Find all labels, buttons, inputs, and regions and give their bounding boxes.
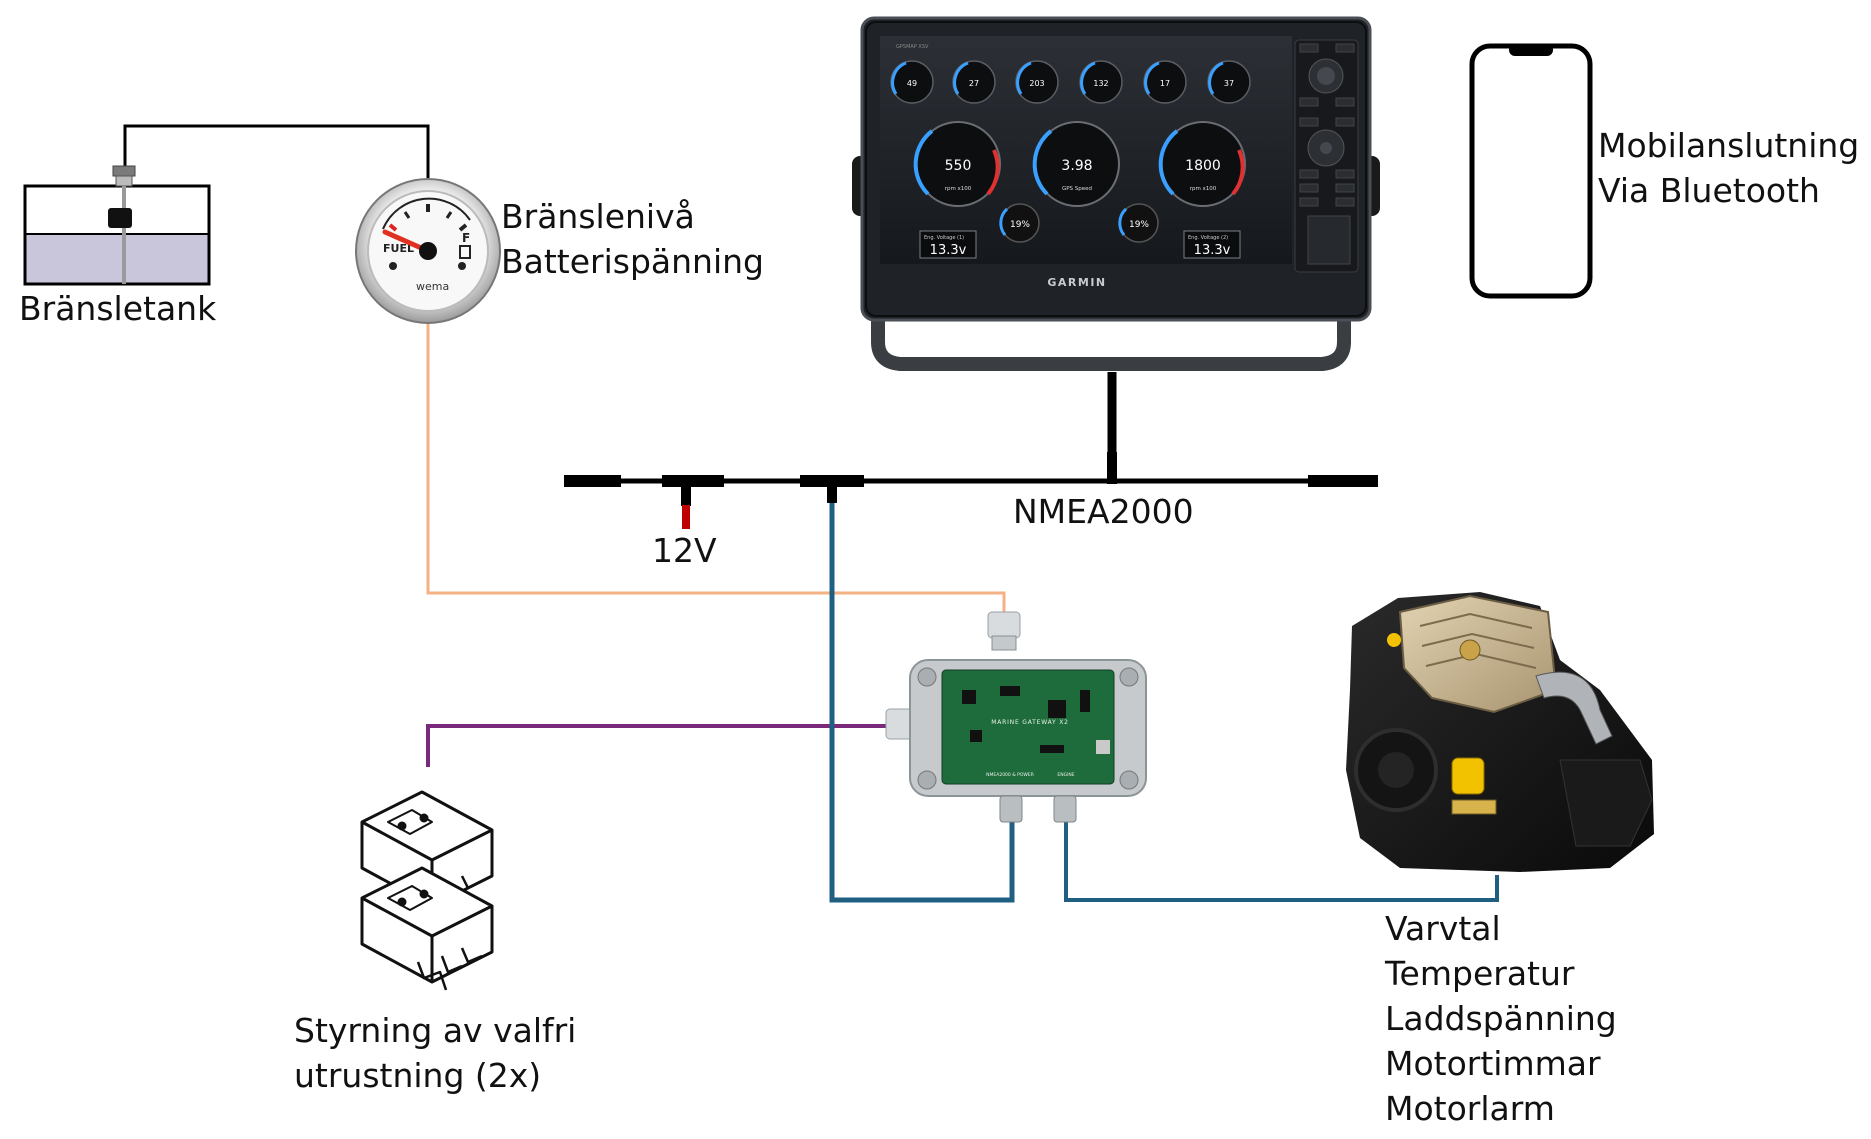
phone-label-line1: Mobilanslutning <box>1598 126 1860 165</box>
voltage-right-value: 13.3v <box>1194 243 1231 258</box>
nmea2000-backbone <box>564 372 1378 506</box>
oil-filter <box>1451 757 1485 795</box>
oil-filler-cap <box>1387 633 1401 647</box>
large-gauge-caption: rpm x100 <box>945 186 972 192</box>
small-gauge: 132 <box>1079 60 1123 104</box>
gateway-tee <box>827 481 837 503</box>
small-gauge-value: 203 <box>1029 79 1044 88</box>
pct-right-value: 19% <box>1129 220 1149 230</box>
small-gauge-value: 17 <box>1160 79 1170 88</box>
small-gauge-value: 37 <box>1224 79 1234 88</box>
marine-gateway: MARINE GATEWAY X2 NMEA2000 & POWER ENGIN… <box>885 611 1147 823</box>
large-gauge-value: 550 <box>945 158 972 174</box>
chartplotter-display: GPSMAP XSV 49 27 203 132 17 37 550 rpm x100 3.9… <box>852 16 1380 371</box>
pct-gauge-left: 19% <box>999 203 1040 243</box>
nmea-drop-cable <box>829 493 1015 903</box>
gauge-label-line1: Bränslenivå <box>501 197 695 236</box>
card-slot <box>1307 215 1351 265</box>
large-gauge-caption: GPS Speed <box>1062 186 1092 192</box>
gateway-port-right-label: ENGINE <box>1057 772 1074 778</box>
small-gauge: 27 <box>952 60 996 104</box>
engine-label-line4: Motortimmar <box>1385 1044 1601 1083</box>
tank-sender-wire <box>123 124 430 178</box>
power-12v-label: 12V <box>652 531 717 570</box>
gauge-brand: wema <box>416 280 449 293</box>
voltage-box-right: Eng. Voltage (2) 13.3v <box>1183 230 1241 259</box>
small-gauge: 203 <box>1015 60 1059 104</box>
tank-fuel-level <box>25 234 209 284</box>
marine-engine <box>1346 592 1654 872</box>
relay-modules-icon <box>360 790 494 991</box>
voltage-left-title: Eng. Voltage (1) <box>924 235 964 241</box>
small-gauge-value: 49 <box>907 79 917 88</box>
relay-1 <box>360 790 494 908</box>
large-gauge-value: 1800 <box>1185 158 1221 174</box>
small-gauge: 17 <box>1143 60 1187 104</box>
gauge-gateway-wire <box>426 322 1006 613</box>
fuel-tank-label: Bränsletank <box>19 289 217 328</box>
engine-label-line1: Varvtal <box>1385 909 1501 948</box>
relay-label-line1: Styrning av valfri <box>294 1011 577 1050</box>
small-gauge: 49 <box>890 60 934 104</box>
small-gauge-value: 27 <box>969 79 979 88</box>
pct-left-value: 19% <box>1010 220 1030 230</box>
fuel-sender-icon <box>108 165 136 284</box>
large-gauge: 550 rpm x100 <box>913 121 1001 207</box>
engine-label-plate <box>1451 799 1497 815</box>
voltage-box-left: Eng. Voltage (1) 13.3v <box>919 230 977 259</box>
small-gauge-value: 132 <box>1093 79 1108 88</box>
gauge-label-line2: Batterispänning <box>501 242 765 281</box>
large-gauge-value: 3.98 <box>1061 158 1092 174</box>
power-lead <box>682 505 690 529</box>
display-brand: GARMIN <box>1047 276 1106 289</box>
display-tee <box>1107 452 1117 484</box>
engine-exhaust-pipe <box>1535 671 1613 745</box>
gland-bottom-left <box>999 795 1023 823</box>
gland-top <box>987 611 1021 639</box>
gauge-full-mark: F <box>462 231 470 245</box>
small-gauge: 37 <box>1207 60 1251 104</box>
pct-gauge-right: 19% <box>1118 203 1159 243</box>
engine-label-line3: Laddspänning <box>1385 999 1617 1038</box>
engine-label-line5: Motorlarm <box>1385 1089 1555 1128</box>
gauge-hub <box>419 242 437 260</box>
gauge-fuel-text: FUEL <box>383 242 414 255</box>
display-mount-bracket <box>871 318 1351 371</box>
relay-label-line2: utrustning (2x) <box>294 1056 542 1095</box>
engine-label-line2: Temperatur <box>1385 954 1575 993</box>
gateway-board-text: MARINE GATEWAY X2 <box>991 719 1069 726</box>
relay-2 <box>360 866 494 991</box>
gland-bottom-right <box>1053 795 1077 823</box>
fuel-tank <box>23 165 211 286</box>
phone-notch <box>1509 44 1553 56</box>
voltage-left-value: 13.3v <box>930 243 967 258</box>
gateway-port-left-label: NMEA2000 & POWER <box>986 772 1034 778</box>
fuel-gauge: FUEL F wema <box>355 178 501 324</box>
power-tee <box>681 481 691 506</box>
engine-cable <box>1064 820 1499 902</box>
large-gauge-caption: rpm x100 <box>1190 186 1217 192</box>
fuel-pump-icon <box>459 245 471 259</box>
relay-gateway-wire <box>426 724 900 767</box>
display-keypad <box>1294 39 1359 273</box>
nmea2000-label: NMEA2000 <box>1013 492 1194 531</box>
gateway-pcb <box>941 669 1115 785</box>
voltage-right-title: Eng. Voltage (2) <box>1188 235 1228 241</box>
large-gauge: 1800 rpm x100 <box>1158 121 1246 207</box>
engine-gearbox <box>1559 759 1653 847</box>
display-model: GPSMAP XSV <box>896 44 929 50</box>
rotary-knob <box>1317 67 1335 85</box>
smartphone <box>1469 43 1593 299</box>
phone-label-line2: Via Bluetooth <box>1598 171 1820 210</box>
small-gauge-row: 49 27 203 132 17 37 <box>890 60 1251 104</box>
